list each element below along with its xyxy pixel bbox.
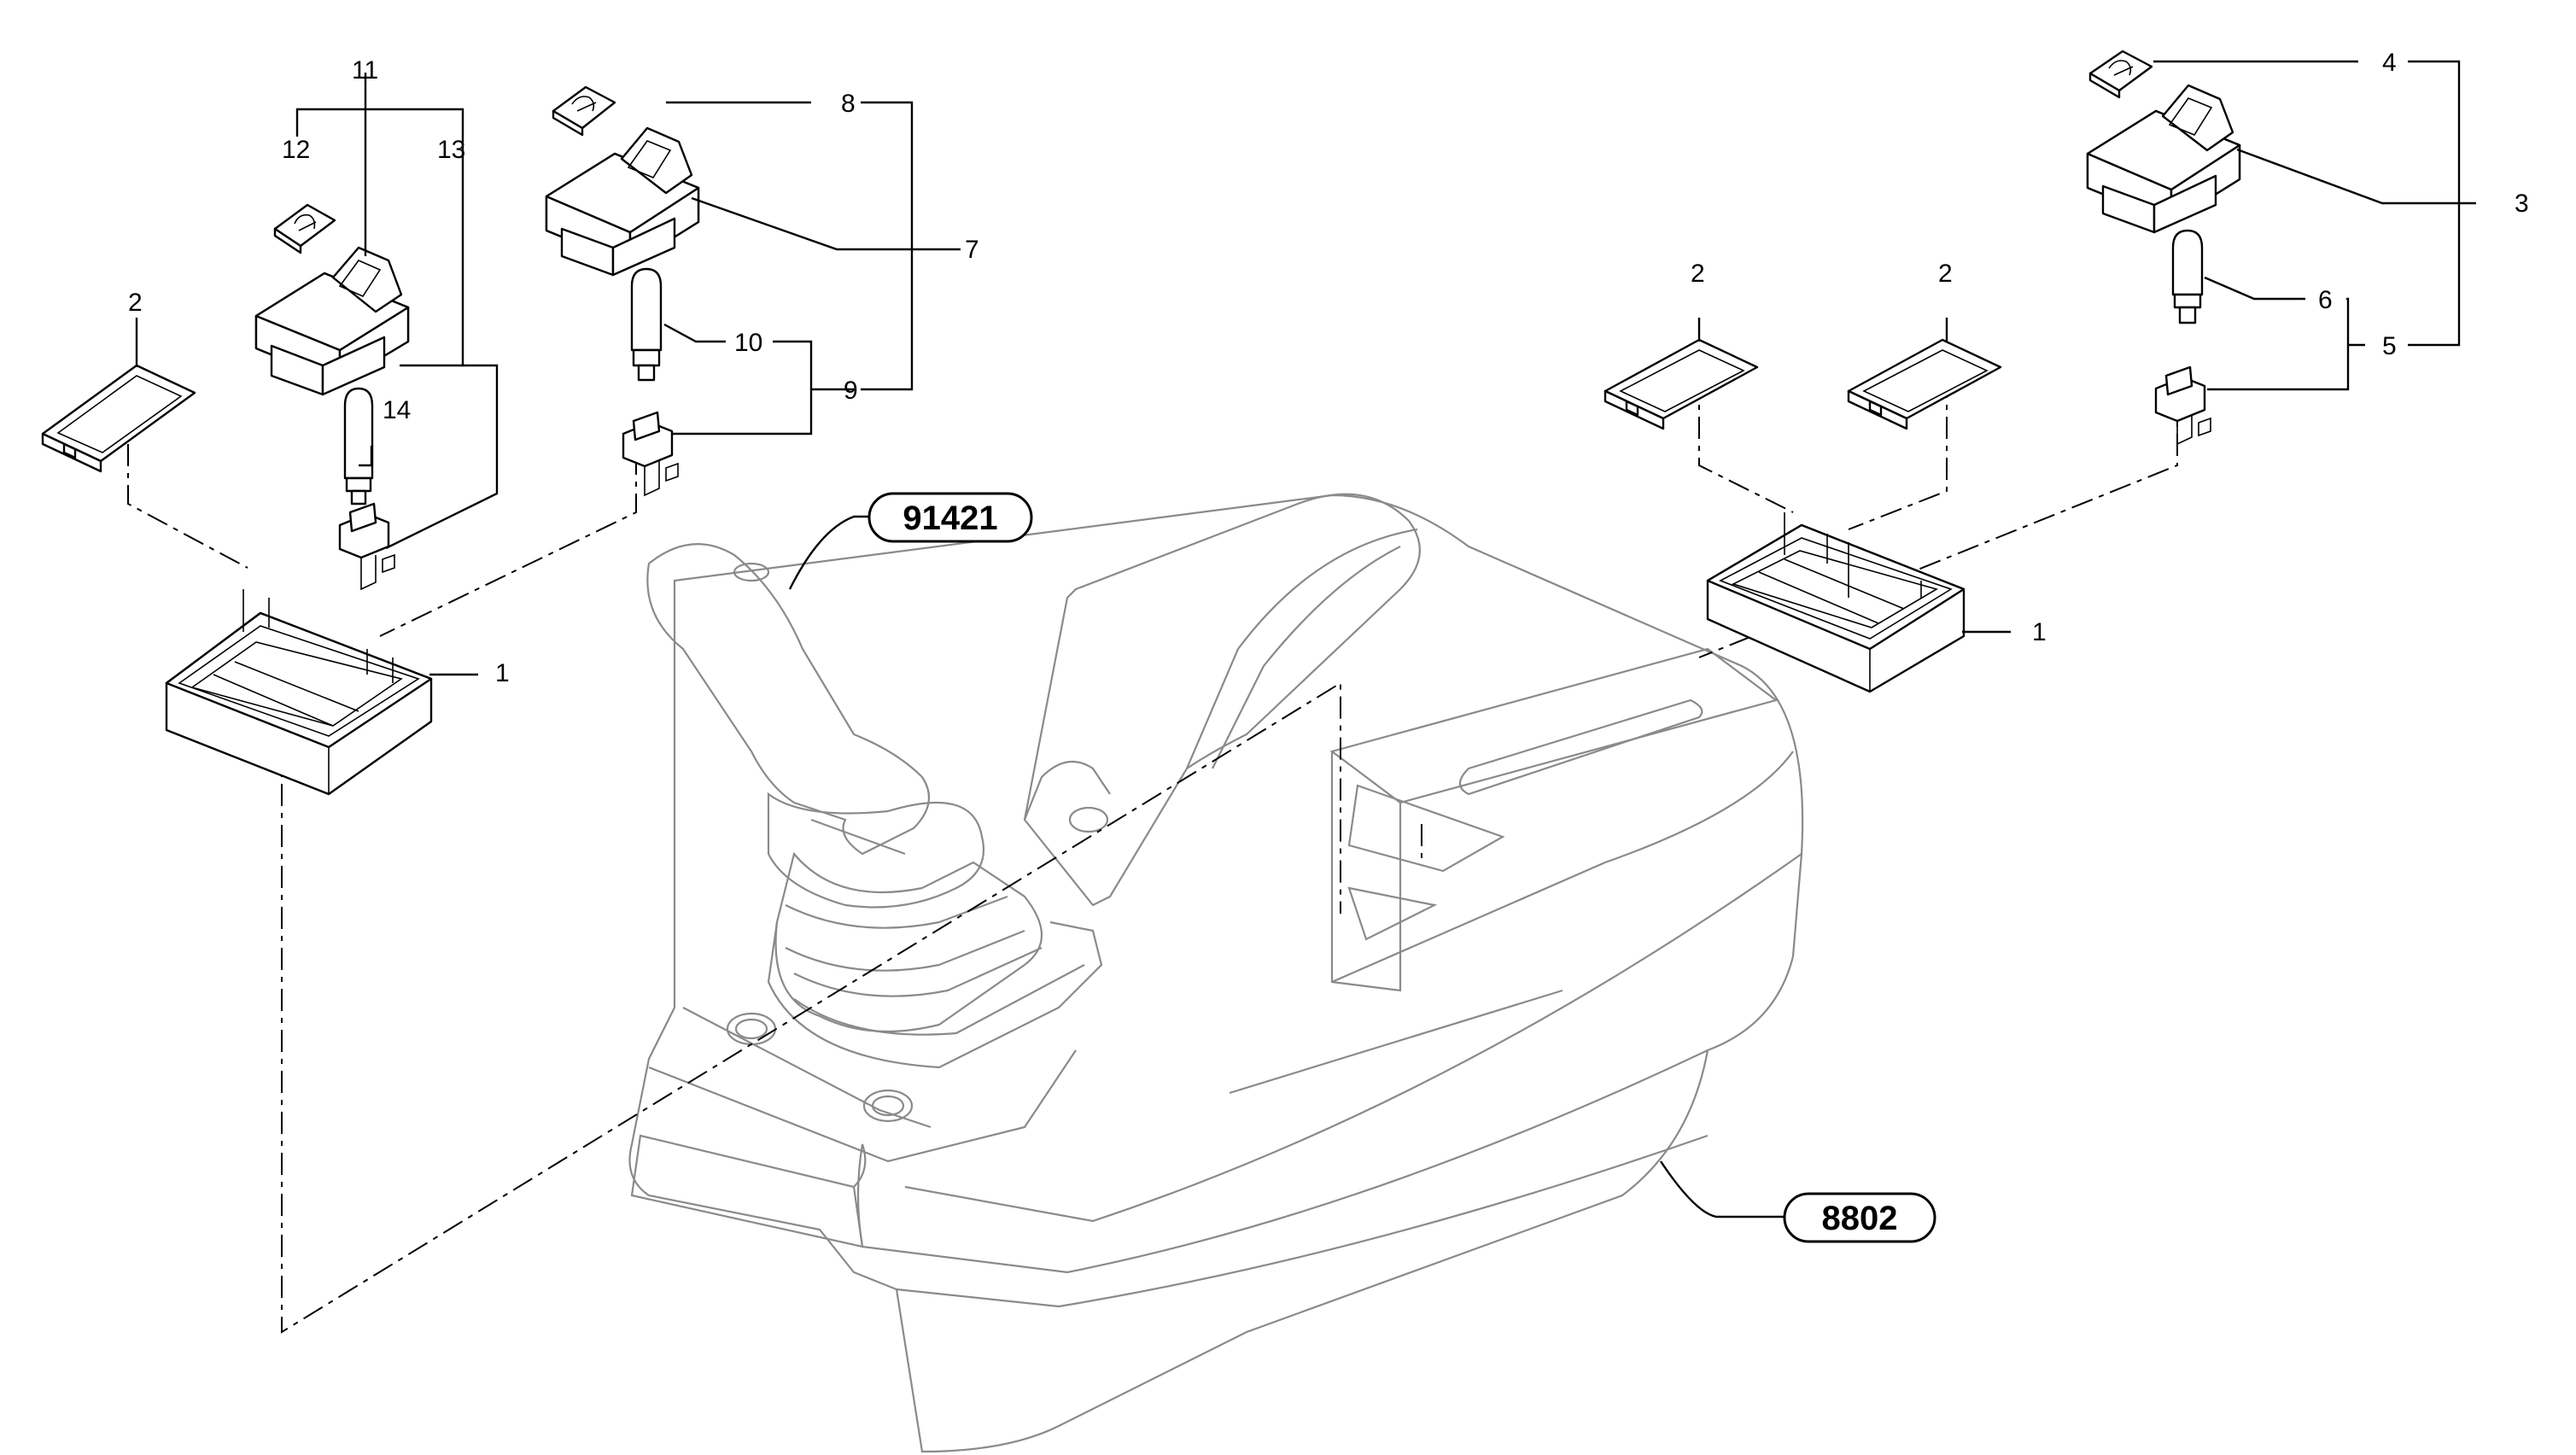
reference-console-label: 8802 <box>1822 1200 1898 1237</box>
callout-14: 14 <box>383 396 411 424</box>
rocker-switch-left <box>254 246 410 396</box>
callout-7: 7 <box>965 236 979 264</box>
reference-joystick-label: 91421 <box>902 500 997 537</box>
reference-console[interactable]: 8802 <box>1783 1192 1936 1243</box>
callout-2-right-a: 2 <box>1691 260 1705 288</box>
bulb-socket-right <box>2154 365 2211 446</box>
bulb-socket-left <box>338 502 395 591</box>
callout-1-left: 1 <box>495 659 510 687</box>
joystick <box>646 543 1103 1069</box>
blank-cover-right-b <box>1847 338 2002 430</box>
blank-cover-left <box>41 364 196 473</box>
switch-frame-right <box>1706 512 1966 693</box>
symbol-cap-mid <box>552 85 616 137</box>
bulb-left <box>343 387 374 505</box>
callout-9: 9 <box>844 377 858 405</box>
callout-12: 12 <box>282 136 310 164</box>
callout-13: 13 <box>437 136 465 164</box>
bulb-right <box>2171 229 2204 324</box>
callout-1-right: 1 <box>2032 618 2047 646</box>
callout-8: 8 <box>841 90 856 118</box>
callout-3: 3 <box>2515 190 2529 218</box>
symbol-cap-right <box>2088 50 2153 99</box>
rocker-switch-mid <box>545 126 700 277</box>
callout-2-left: 2 <box>128 289 143 317</box>
callout-2-right-b: 2 <box>1938 260 1953 288</box>
leader-lines <box>135 60 2476 1218</box>
rocker-switch-right <box>2086 84 2241 234</box>
callout-5: 5 <box>2382 332 2397 360</box>
switch-frame-left <box>165 589 433 796</box>
callout-6: 6 <box>2318 286 2333 314</box>
reference-joystick[interactable]: 91421 <box>867 492 1033 543</box>
callout-11: 11 <box>352 56 378 85</box>
callout-10: 10 <box>734 329 762 357</box>
bulb-socket-mid <box>622 411 679 497</box>
symbol-cap-left <box>273 203 336 254</box>
callout-4: 4 <box>2382 49 2397 77</box>
console-body <box>628 493 1804 1453</box>
blank-cover-right-a <box>1603 338 1759 430</box>
bulb-mid <box>630 267 663 382</box>
callout-labels: 1 1 2 2 2 3 4 5 6 7 8 9 10 11 12 13 14 <box>128 49 2529 687</box>
